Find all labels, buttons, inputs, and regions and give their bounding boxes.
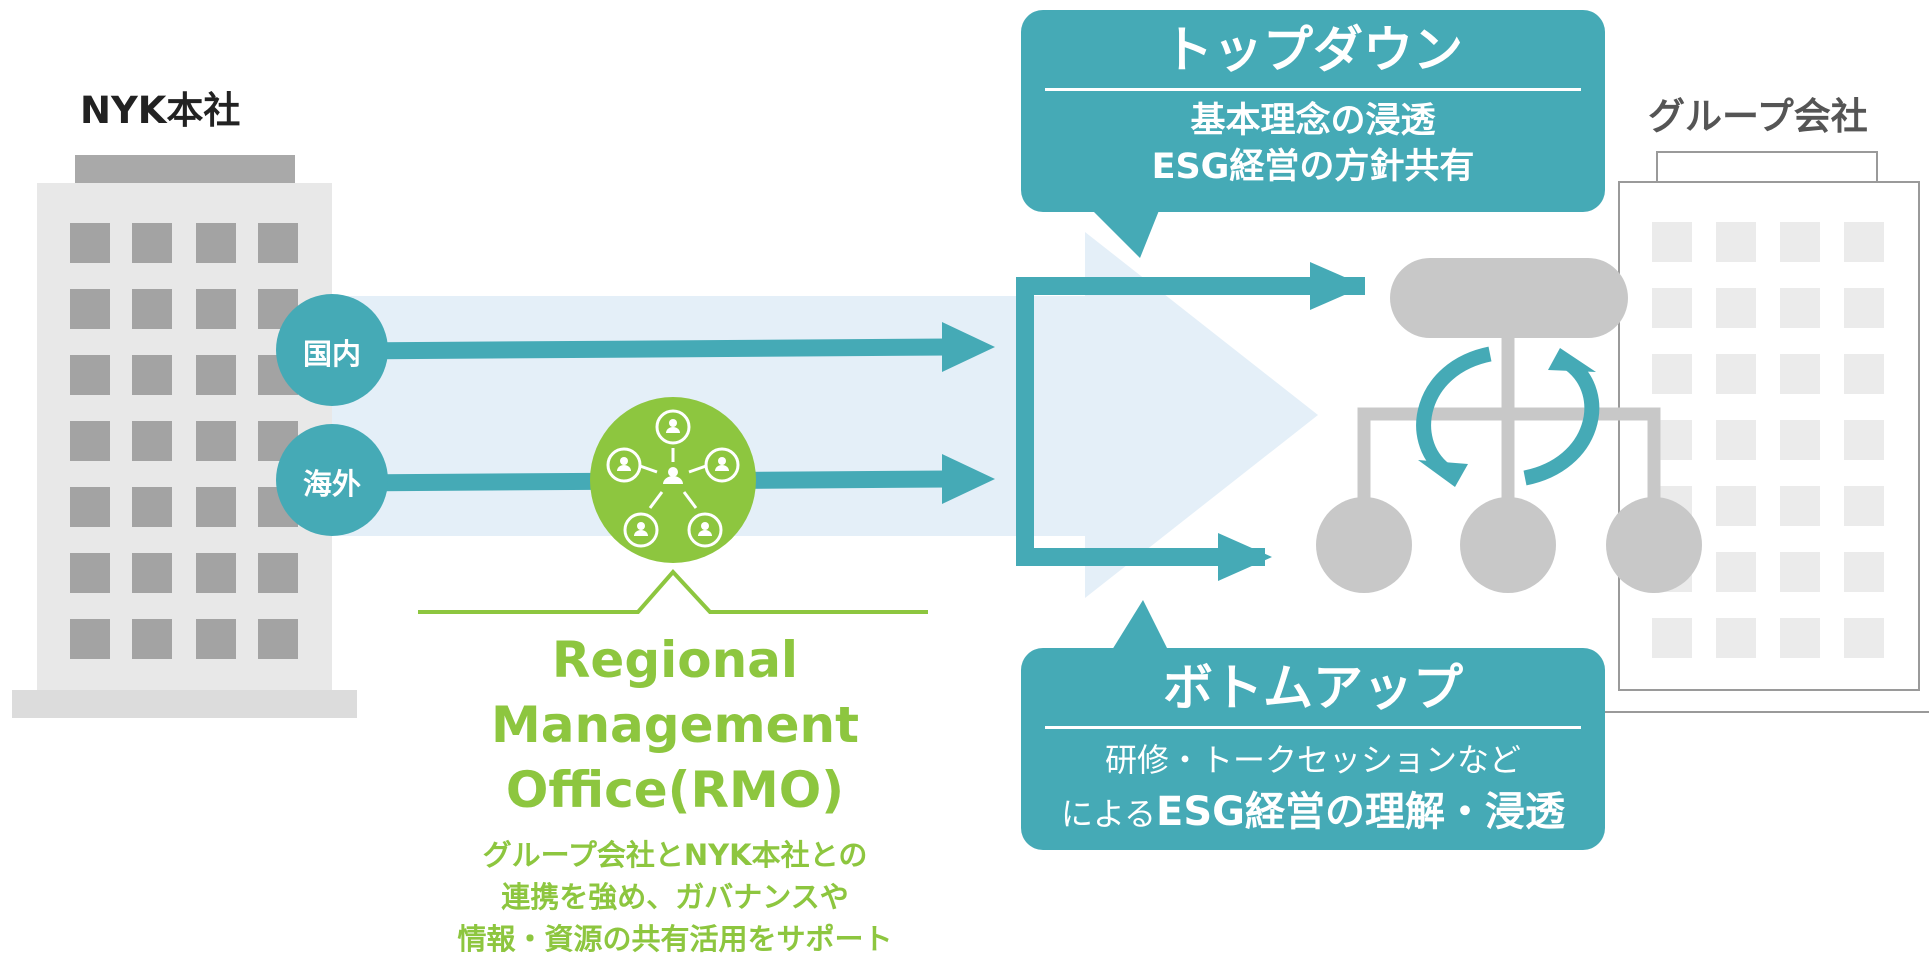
topdown-line2: ESG経営の方針共有 bbox=[1151, 146, 1475, 187]
bottomup-line2-prefix: による bbox=[1060, 795, 1157, 834]
bottomup-callout: ボトムアップ 研修・トークセッションなど によるESG経営の理解・浸透 bbox=[1021, 648, 1605, 850]
rmo-title-line2: Management bbox=[490, 696, 860, 754]
bottomup-line1: 研修・トークセッションなど bbox=[1104, 741, 1521, 779]
rmo-title-line3: Office(RMO) bbox=[505, 761, 845, 819]
overseas-badge bbox=[276, 424, 388, 536]
topdown-callout: トップダウン 基本理念の浸透 ESG経営の方針共有 bbox=[1021, 10, 1605, 212]
bottomup-line2: によるESG経営の理解・浸透 bbox=[1021, 783, 1605, 841]
split-arrows bbox=[1016, 262, 1365, 581]
cycle-arrowhead-up bbox=[1548, 348, 1596, 372]
hq-label: NYK本社 bbox=[80, 89, 241, 132]
rmo-desc-line1: グループ会社とNYK本社との bbox=[482, 838, 868, 872]
rmo-bracket bbox=[418, 569, 928, 614]
group-label: グループ会社 bbox=[1648, 95, 1868, 138]
cycle-arrows bbox=[1416, 346, 1600, 486]
group-building bbox=[1598, 151, 1929, 713]
rmo-desc-line3: 情報・資源の共有活用をサポート bbox=[457, 922, 893, 957]
topdown-line1: 基本理念の浸透 bbox=[1190, 101, 1436, 141]
bottomup-line2-bold: ESG経営の理解・浸透 bbox=[1156, 789, 1565, 836]
rmo-title: Regional Management Office(RMO) bbox=[440, 628, 910, 823]
domestic-badge bbox=[276, 294, 388, 406]
bottomup-pointer bbox=[1112, 600, 1168, 650]
overseas-label: 海外 bbox=[302, 467, 361, 501]
org-chart bbox=[1316, 258, 1702, 593]
cycle-arrowhead-down bbox=[1418, 460, 1468, 487]
bottomup-divider bbox=[1045, 726, 1581, 729]
rmo-title-line1: Regional bbox=[551, 631, 799, 689]
rmo-desc-line2: 連携を強め、ガバナンスや bbox=[501, 880, 849, 915]
topdown-pointer bbox=[1090, 208, 1160, 258]
topdown-divider bbox=[1045, 88, 1581, 91]
domestic-label: 国内 bbox=[302, 337, 361, 371]
topdown-title: トップダウン bbox=[1163, 21, 1463, 79]
rmo-network-icon bbox=[590, 397, 756, 563]
domestic-arrow bbox=[344, 322, 995, 372]
funnel-triangle bbox=[1085, 232, 1318, 598]
hq-building bbox=[12, 155, 357, 718]
bottomup-title: ボトムアップ bbox=[1163, 659, 1463, 717]
rmo-description: グループ会社とNYK本社との 連携を強め、ガバナンスや 情報・資源の共有活用をサ… bbox=[390, 834, 960, 960]
